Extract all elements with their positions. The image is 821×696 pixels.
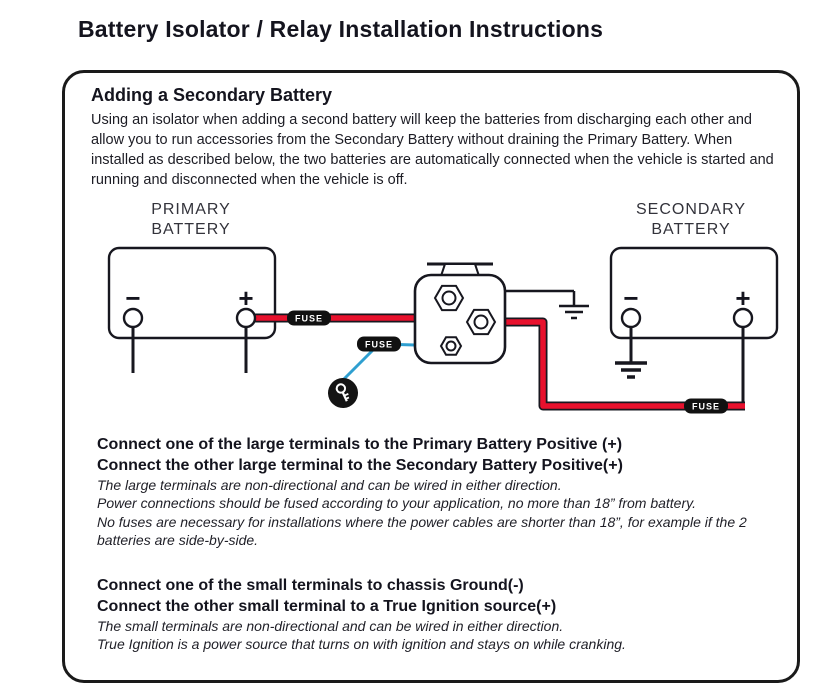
secondary-plus-terminal: [732, 307, 754, 329]
instruction-bold-line: Connect one of the large terminals to th…: [97, 436, 623, 453]
fuse-label: FUSE: [692, 402, 720, 412]
fuse-secondary: FUSE: [684, 398, 728, 414]
primary-minus-terminal: [122, 307, 144, 329]
page-title: Battery Isolator / Relay Installation In…: [78, 16, 604, 42]
instruction-note-line: The large terminals are non-directional …: [97, 477, 562, 494]
spacer: [97, 549, 771, 575]
primary-plus-sign: +: [238, 283, 253, 313]
relay-bracket: [427, 262, 493, 277]
content-panel: Adding a Secondary Battery Using an isol…: [62, 70, 800, 683]
fuse-label: FUSE: [295, 314, 323, 324]
secondary-minus-sign: −: [623, 283, 638, 313]
instructions-large-block: Connect one of the large terminals to th…: [97, 434, 771, 549]
relay-small-terminal: [439, 336, 463, 356]
secondary-plus-sign: +: [735, 283, 750, 313]
instruction-bold-line: Connect one of the small terminals to ch…: [97, 576, 524, 594]
instruction-bold-line: Connect the other small terminal to a Tr…: [97, 598, 557, 616]
ignition-key-icon: [328, 378, 358, 408]
instructions-small-block: Connect one of the small terminals to ch…: [97, 575, 771, 654]
primary-battery: [107, 246, 277, 340]
instruction-bold-line: Connect the other large terminal to the …: [97, 457, 623, 475]
fuse-label: FUSE: [365, 340, 393, 350]
chassis-ground-icon: [559, 291, 589, 320]
relay-large-terminal-1: [433, 284, 465, 312]
instruction-note-line: The small terminals are non-directional …: [97, 618, 564, 635]
secondary-battery-label-line2: BATTERY: [651, 221, 730, 238]
battery-ground-icon: [615, 327, 647, 379]
fuse-primary: FUSE: [287, 310, 331, 326]
primary-battery-label-line2: BATTERY: [151, 221, 230, 238]
primary-plus-terminal: [235, 307, 257, 329]
instruction-note-line: True Ignition is a power source that tur…: [97, 636, 626, 653]
secondary-battery-label-line1: SECONDARY: [636, 201, 746, 218]
primary-minus-sign: −: [125, 283, 140, 313]
primary-battery-label-line1: PRIMARY: [151, 201, 231, 218]
power-wire-secondary: [491, 319, 745, 409]
fuse-ignition: FUSE: [357, 336, 401, 352]
instruction-note-line: No fuses are necessary for installations…: [97, 513, 747, 548]
section-heading: Adding a Secondary Battery: [91, 85, 333, 105]
wiring-diagram: PRIMARY BATTERY SECONDARY BATTERY − + − …: [107, 201, 779, 414]
relay-large-terminal-2: [465, 308, 497, 336]
instructions: Connect one of the large terminals to th…: [97, 434, 771, 654]
intro-paragraph: Using an isolator when adding a second b…: [91, 112, 774, 188]
instruction-note-line: Power connections should be fused accord…: [97, 495, 696, 512]
secondary-minus-terminal: [620, 307, 642, 329]
